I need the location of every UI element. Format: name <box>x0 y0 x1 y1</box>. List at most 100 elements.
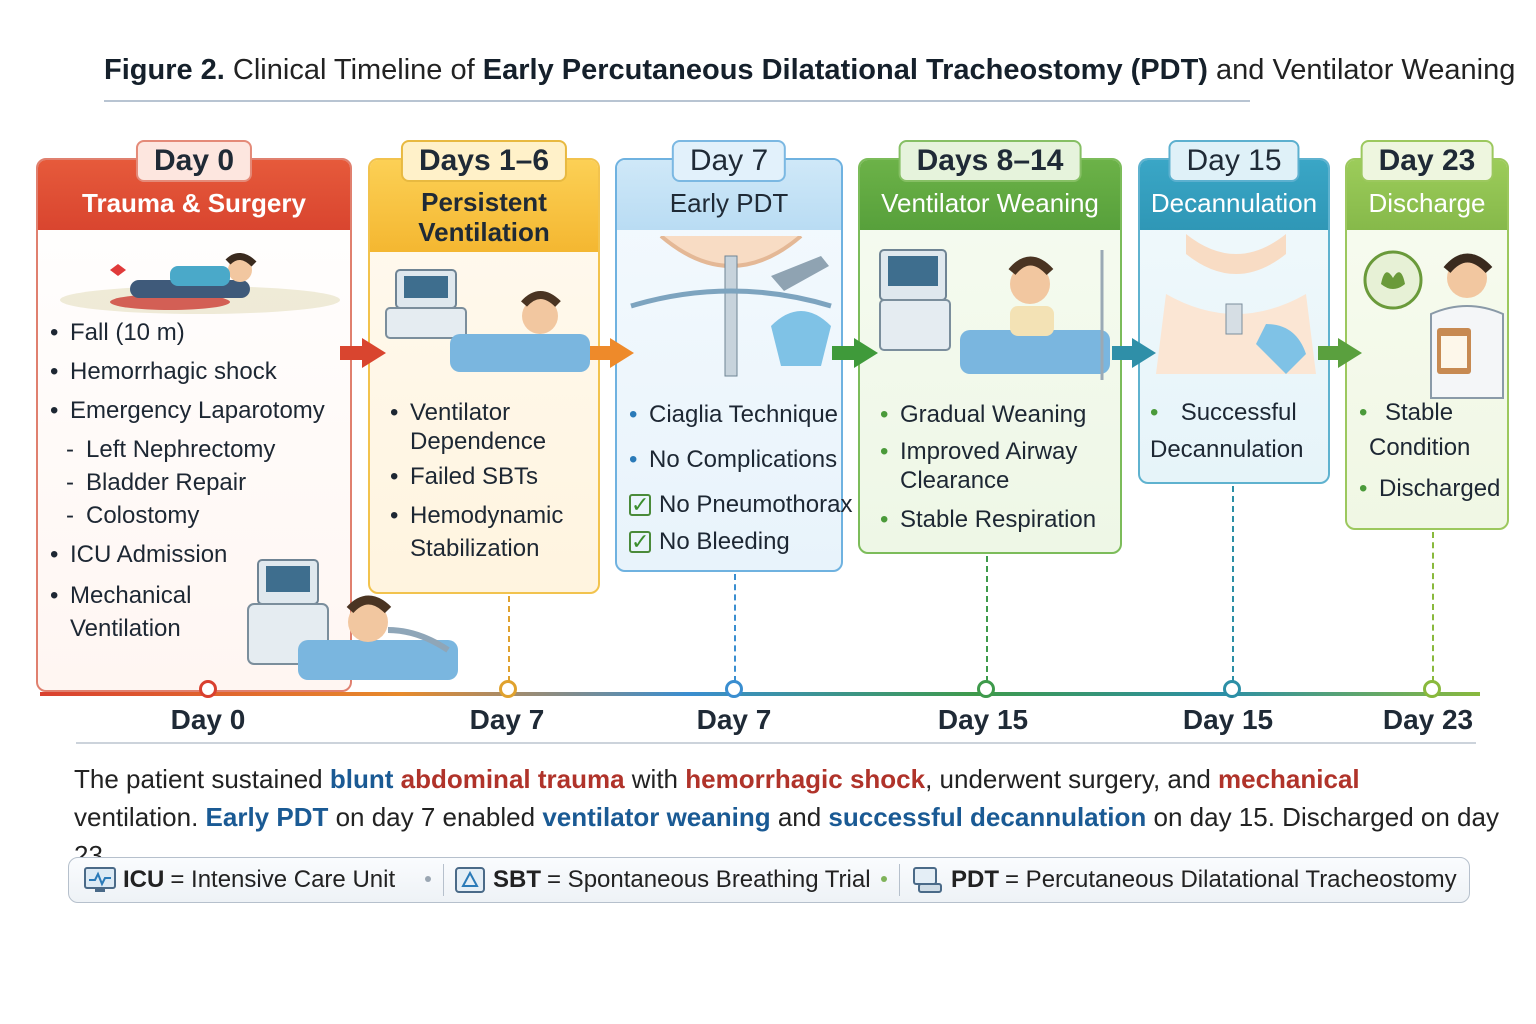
legend-def: = Intensive Care Unit <box>170 866 396 893</box>
legend-abbr: PDT <box>951 866 999 893</box>
list-item: Discharged <box>1359 472 1500 505</box>
day-tab: Days 1–6 <box>400 140 568 182</box>
ventilated-patient-illustration <box>247 559 458 680</box>
checklist-item: ✓ No Bleeding <box>629 525 852 558</box>
day-tab: Day 15 <box>1168 140 1300 182</box>
summary-highlight: successful decannulation <box>828 802 1147 832</box>
list-item: ICU Admission <box>50 538 325 571</box>
summary-highlight: ventilator weaning <box>542 802 771 832</box>
summary-text: ventilation. <box>74 802 206 832</box>
stage-card-persistent-ventilation: Persistent Ventilation Days 1–6 Ventilat… <box>368 140 600 594</box>
figure-title: Figure 2. Clinical Timeline of Early Per… <box>104 54 1515 87</box>
stage-list: Stable Condition Discharged <box>1359 396 1500 505</box>
list-item: Fall (10 m) <box>50 316 325 349</box>
legend-item-icu: ICU = Intensive Care Unit <box>83 866 395 894</box>
arrow-orange-icon <box>590 338 634 368</box>
doctor-illustration <box>1363 250 1504 399</box>
arrow-lime-icon <box>1318 338 1362 368</box>
checklist-label: No Bleeding <box>659 528 790 555</box>
day-tab: Days 8–14 <box>898 140 1082 182</box>
tracheostomy-procedure-illustration <box>630 236 832 377</box>
dropline <box>508 596 510 682</box>
list-subitem: Bladder Repair <box>50 466 325 499</box>
stage-heading: Trauma & Surgery <box>82 188 306 218</box>
stage-list: Gradual Weaning Improved Airway Clearanc… <box>880 398 1096 536</box>
timeline-label: Day 15 <box>1182 704 1274 735</box>
checklist-label: No Pneumothorax <box>659 491 853 518</box>
summary-highlight: hemorrhagic shock <box>685 764 926 794</box>
list-item: Failed SBTs <box>390 460 563 493</box>
legend-def: = Spontaneous Breathing Trial <box>547 866 871 893</box>
legend-divider <box>443 864 444 896</box>
stage-heading: Early PDT <box>669 188 789 218</box>
list-item: Hemodynamic <box>390 499 563 532</box>
checkmark-icon: ✓ <box>629 529 651 554</box>
stage-card-discharge: Discharge Day 23 Stable Condition Discha… <box>1345 140 1509 530</box>
summary-divider <box>76 742 1476 744</box>
title-part2: and Ventilator Weaning <box>1216 54 1516 86</box>
injured-patient-illustration <box>60 253 340 314</box>
timeline-marker <box>977 680 995 698</box>
list-item: Improved Airway <box>880 435 1096 468</box>
list-item: Stable <box>1359 396 1500 429</box>
stage-card-early-pdt: Early PDT Day 7 Ciaglia Technique No Com… <box>615 140 852 572</box>
stage-list: Ventilator Dependence Failed SBTs Hemody… <box>390 396 563 565</box>
list-item: Successful <box>1150 396 1303 429</box>
arrow-red-icon <box>340 338 386 368</box>
stage-heading: Ventilator Weaning <box>881 188 1099 218</box>
summary-text: on day 7 enabled <box>328 802 543 832</box>
abbreviation-legend: ICU = Intensive Care Unit SBT = Spontane… <box>68 857 1470 903</box>
list-item-continuation: Decannulation <box>1150 436 1304 463</box>
lung-chart-icon <box>455 867 485 893</box>
list-item: Ciaglia Technique <box>629 398 852 431</box>
legend-def: = Percutaneous Dilatational Tracheostomy <box>1005 866 1457 893</box>
list-item: Ventilator <box>390 396 563 429</box>
legend-separator <box>881 876 887 882</box>
stage-list: Successful Decannulation <box>1150 396 1303 466</box>
title-part1: Clinical Timeline of <box>232 54 475 86</box>
stage-heading-line2: Ventilation <box>418 217 550 247</box>
stage-card-trauma: Trauma & Surgery Day 0 Fall (10 m) Hemor… <box>36 140 458 692</box>
summary-highlight: blunt <box>329 764 394 794</box>
list-item-continuation: Stabilization <box>410 535 540 562</box>
stage-list: Ciaglia Technique No Complications ✓ No … <box>629 398 852 558</box>
summary-text: and <box>770 802 829 832</box>
ventilated-bed-illustration <box>385 269 590 372</box>
timeline-marker <box>1223 680 1241 698</box>
timeline-marker <box>199 680 217 698</box>
timeline-bar <box>40 692 1480 696</box>
timeline-label: Day 15 <box>937 704 1029 735</box>
legend-separator <box>425 876 431 882</box>
dropline <box>1232 486 1234 682</box>
legend-abbr: SBT <box>493 866 541 893</box>
list-item: Stable Respiration <box>880 503 1096 536</box>
stage-heading: Discharge <box>1368 188 1486 218</box>
legend-item-sbt: SBT = Spontaneous Breathing Trial <box>453 866 871 894</box>
timeline-label: Day 23 <box>1382 704 1474 735</box>
list-item-continuation: Condition <box>1369 434 1471 461</box>
list-item: Mechanical <box>50 579 325 612</box>
list-item-continuation: Dependence <box>410 428 547 455</box>
timeline-marker <box>499 680 517 698</box>
summary-text: , underwent surgery, and <box>925 764 1218 794</box>
day-tab: Day 0 <box>135 140 253 182</box>
stage-heading: Decannulation <box>1150 188 1318 218</box>
figure-label: Figure 2. <box>104 54 225 86</box>
legend-item-pdt: PDT = Percutaneous Dilatational Tracheos… <box>911 866 1457 894</box>
day-tab: Day 7 <box>671 140 787 182</box>
timeline-marker <box>725 680 743 698</box>
summary-highlight: Early PDT <box>205 802 329 832</box>
stage-card-decannulation: Decannulation Day 15 Successful Decannul… <box>1138 140 1330 484</box>
list-item: Gradual Weaning <box>880 398 1096 431</box>
summary-highlight: abdominal trauma <box>400 764 625 794</box>
list-subitem: Colostomy <box>50 499 325 532</box>
checkmark-icon: ✓ <box>629 492 651 517</box>
list-item: Emergency Laparotomy <box>50 394 325 427</box>
timeline-label: Day 0 <box>170 704 246 735</box>
weaning-patient-illustration <box>879 249 1110 380</box>
arrow-green-icon <box>832 338 878 368</box>
summary-text <box>393 764 400 794</box>
timeline-label: Day 7 <box>696 704 772 735</box>
list-item-continuation: Clearance <box>900 467 1010 494</box>
